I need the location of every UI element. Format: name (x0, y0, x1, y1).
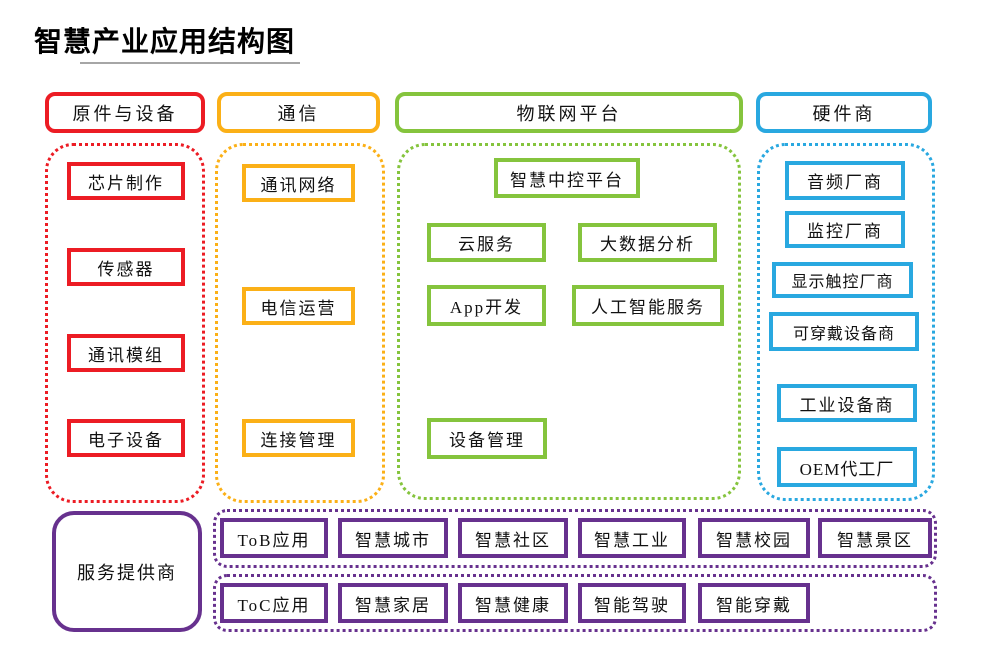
header-hardware-vendors: 硬件商 (756, 92, 932, 133)
box-smart-city: 智慧城市 (338, 518, 448, 558)
box-smart-central-platform: 智慧中控平台 (494, 158, 640, 198)
box-industrial-equipment-vendor: 工业设备商 (777, 384, 917, 422)
group-toc-applications (213, 574, 937, 632)
box-toc-app: ToC应用 (220, 583, 328, 623)
box-display-touch-vendor: 显示触控厂商 (772, 262, 913, 298)
box-connection-management: 连接管理 (242, 419, 355, 457)
box-smart-driving: 智能驾驶 (578, 583, 686, 623)
box-smart-wearable: 智能穿戴 (698, 583, 810, 623)
box-comm-module: 通讯模组 (67, 334, 185, 372)
box-smart-community: 智慧社区 (458, 518, 568, 558)
box-smart-scenic-area: 智慧景区 (818, 518, 932, 558)
box-smart-home: 智慧家居 (338, 583, 448, 623)
box-audio-vendor: 音频厂商 (785, 161, 905, 200)
box-ai-service: 人工智能服务 (572, 285, 724, 326)
box-device-management: 设备管理 (427, 418, 547, 459)
title-underline (80, 62, 300, 64)
box-smart-health: 智慧健康 (458, 583, 568, 623)
box-app-development: App开发 (427, 285, 546, 326)
box-tob-app: ToB应用 (220, 518, 328, 558)
box-big-data-analysis: 大数据分析 (578, 223, 717, 262)
header-communication: 通信 (217, 92, 380, 133)
header-iot-platform: 物联网平台 (395, 92, 743, 133)
box-smart-industry: 智慧工业 (578, 518, 686, 558)
box-smart-campus: 智慧校园 (698, 518, 810, 558)
page-title: 智慧产业应用结构图 (34, 26, 296, 57)
box-cloud-service: 云服务 (427, 223, 546, 262)
box-service-provider: 服务提供商 (52, 511, 202, 632)
box-monitoring-vendor: 监控厂商 (785, 211, 905, 248)
box-chip-making: 芯片制作 (67, 162, 185, 200)
header-components-equipment: 原件与设备 (45, 92, 205, 133)
group-tob-applications (213, 509, 937, 568)
box-telecom-operation: 电信运营 (242, 287, 355, 325)
box-comm-network: 通讯网络 (242, 164, 355, 202)
box-oem-factory: OEM代工厂 (777, 447, 917, 487)
box-sensor: 传感器 (67, 248, 185, 286)
box-wearable-device-vendor: 可穿戴设备商 (769, 312, 919, 351)
box-electronic-device: 电子设备 (67, 419, 185, 457)
